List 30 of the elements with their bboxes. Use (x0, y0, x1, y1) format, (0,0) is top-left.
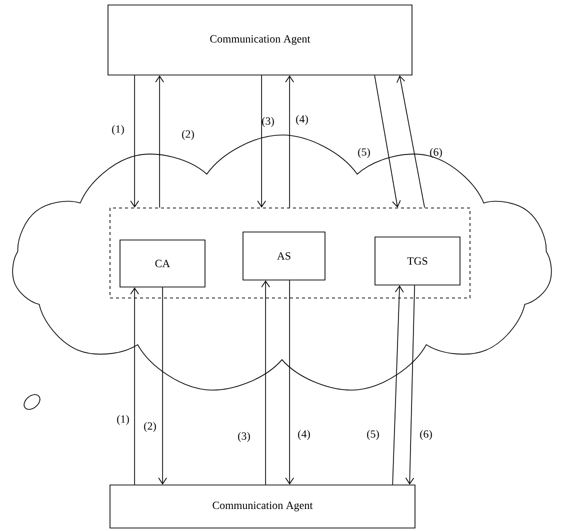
edge-label: (3) (262, 117, 274, 127)
edge-label: (1) (112, 125, 124, 135)
server-box: TGS (374, 236, 460, 286)
arrow (405, 285, 415, 485)
arrow (261, 280, 270, 485)
edge-label: (2) (182, 130, 194, 140)
arrow (155, 75, 164, 208)
arrow (130, 75, 139, 208)
edge-label: (4) (298, 430, 310, 440)
arrow (392, 285, 404, 485)
arrow (257, 75, 266, 208)
arrow (158, 287, 167, 485)
edge-label: (3) (238, 432, 250, 442)
arrow (285, 75, 294, 208)
server-box: CA (120, 240, 206, 288)
arrow (285, 280, 294, 485)
edge-label: (5) (367, 430, 379, 440)
edge-label: (6) (430, 148, 442, 158)
dashed-box (110, 208, 470, 298)
agent-box: Communication Agent (110, 484, 416, 528)
edge-label: (4) (296, 115, 308, 125)
edge-label: (2) (144, 422, 156, 432)
server-box: AS (242, 232, 326, 280)
edge-label: (6) (420, 430, 432, 440)
agent-box: Communication Agent (108, 4, 412, 76)
arrow (396, 75, 425, 208)
edge-label: (5) (358, 148, 370, 158)
arrow (130, 287, 139, 485)
edge-label: (1) (117, 415, 129, 425)
arrow (374, 75, 401, 208)
